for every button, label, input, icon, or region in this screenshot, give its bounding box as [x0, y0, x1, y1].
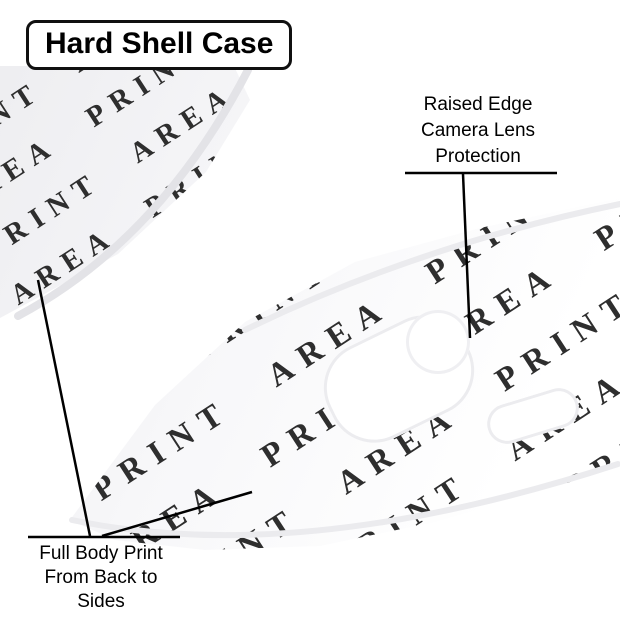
annotation-camera-line-2: Camera Lens: [420, 120, 536, 141]
annotation-fullbody-line-2: From Back to: [44, 567, 158, 588]
annotation-camera-line-1: Raised Edge: [423, 94, 533, 115]
annotation-camera-line-3: Protection: [435, 146, 521, 167]
annotation-full-body-print: Full Body Print From Back to Sides: [12, 542, 190, 614]
page-title: Hard Shell Case: [26, 20, 293, 70]
camera-lens-cutout: [406, 310, 470, 374]
annotation-fullbody-line-3: Sides: [77, 591, 125, 612]
annotation-fullbody-line-1: Full Body Print: [39, 543, 163, 564]
annotation-camera-protection: Raised Edge Camera Lens Protection: [383, 92, 573, 170]
